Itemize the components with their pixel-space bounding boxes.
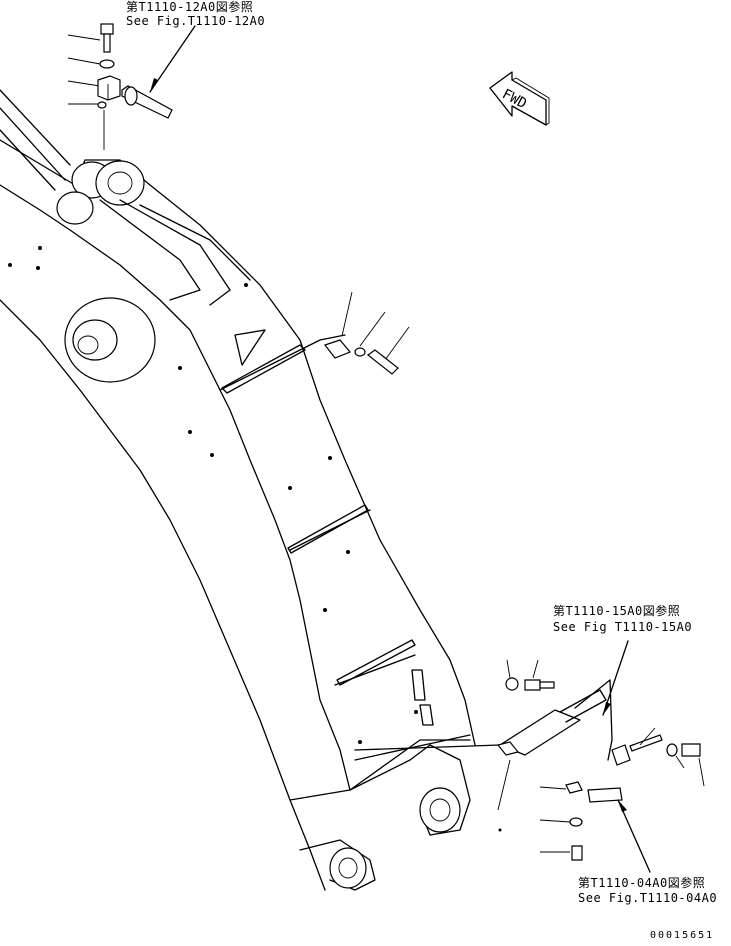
- right-reference-jp: 第T1110-15A0図参照: [553, 604, 681, 618]
- drawing-number: 00015651: [650, 930, 715, 941]
- bottom-reference-en: See Fig.T1110-04A0: [578, 891, 718, 905]
- bottom-reference-jp: 第T1110-04A0図参照: [578, 876, 706, 890]
- mounting-holes: [8, 246, 502, 832]
- pipe-clamp-rails: [221, 344, 434, 726]
- top-reference-en: See Fig.T1110-12A0: [126, 14, 266, 28]
- mid-clamp-parts: [324, 291, 410, 375]
- fwd-label: FWD: [499, 86, 529, 112]
- boom-body: [0, 89, 476, 891]
- top-reference-jp: 第T1110-12A0図参照: [126, 0, 254, 14]
- top-callout: [149, 25, 196, 93]
- right-reference-en: See Fig T1110-15A0: [553, 620, 693, 634]
- fwd-direction-arrow: FWD: [489, 71, 550, 126]
- top-parts-stack: [67, 23, 173, 150]
- lower-bracket-assembly: [354, 640, 705, 873]
